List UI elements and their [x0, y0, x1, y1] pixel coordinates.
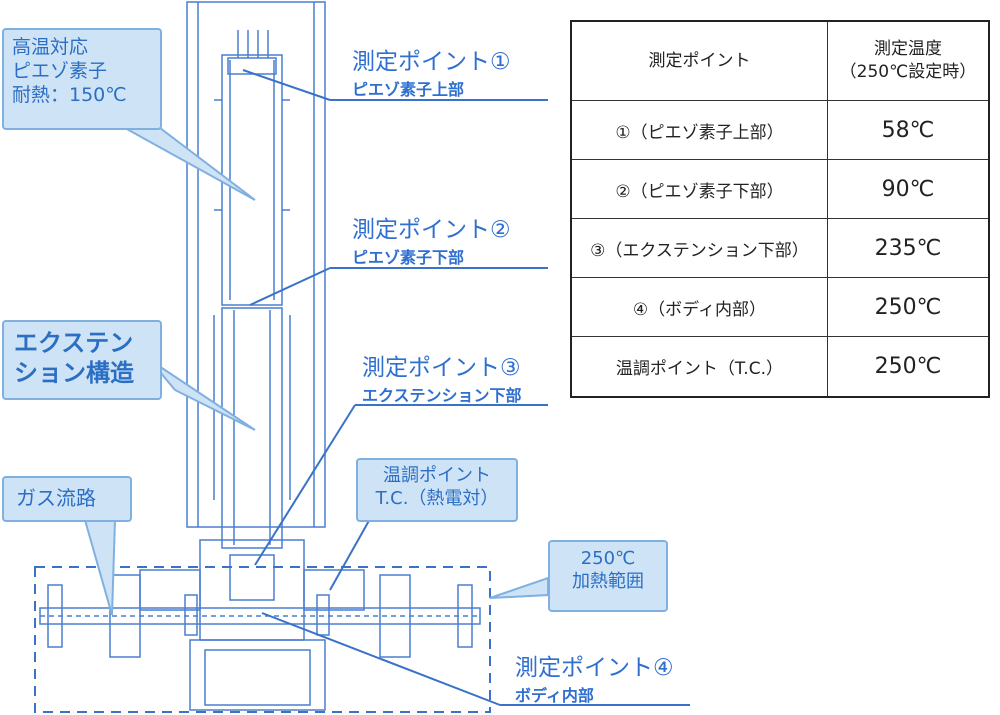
- tc-callout-line-1: 温調ポイント: [383, 465, 491, 486]
- row-temp: 58℃: [826, 99, 990, 161]
- gas-channel-callout-label: ガス流路: [16, 486, 96, 510]
- point-3-label: 測定ポイント③ エクステンション下部: [362, 348, 522, 406]
- point-2-label: 測定ポイント② ピエゾ素子下部: [352, 210, 511, 268]
- tc-callout: 温調ポイント T.C.（熱電対）: [356, 458, 518, 522]
- gas-channel-callout: ガス流路: [2, 476, 132, 522]
- piezo-callout-line-1: 高温対応: [12, 36, 89, 58]
- heat-range-callout-line-2: 加熱範囲: [572, 570, 644, 592]
- extension-callout-line-2: ション構造: [14, 359, 134, 387]
- leader-tc: [329, 509, 376, 591]
- heat-callout-pointer: [489, 576, 549, 599]
- leader-point-4: [261, 612, 501, 706]
- point-4-sub: ボディ内部: [515, 686, 594, 705]
- row-point: ①（ピエゾ素子上部）: [570, 99, 828, 161]
- table-header-row: 測定ポイント 測定温度 （250℃設定時）: [570, 20, 990, 101]
- extension-callout: エクステン ション構造: [2, 320, 162, 400]
- table-row: ③（エクステンション下部） 235℃: [570, 218, 990, 279]
- header-temp: 測定温度 （250℃設定時）: [826, 20, 990, 101]
- point-2-title: 測定ポイント②: [352, 217, 511, 243]
- heating-range-box: [34, 566, 491, 713]
- row-point: ③（エクステンション下部）: [570, 218, 828, 279]
- extension-tube: [221, 307, 283, 549]
- row-temp: 90℃: [826, 159, 990, 220]
- point-1-label: 測定ポイント① ピエゾ素子上部: [352, 42, 511, 100]
- piezo-callout-line-3: 耐熱：150℃: [12, 83, 127, 106]
- row-point: ④（ボディ内部）: [570, 277, 828, 338]
- header-temp-line-1: 測定温度: [873, 39, 942, 60]
- leader-point-1: [242, 69, 331, 101]
- piezo-stack: [221, 54, 283, 306]
- leader-point-3: [254, 404, 356, 566]
- row-temp: 250℃: [826, 336, 990, 398]
- extension-callout-line-1: エクステン: [14, 329, 134, 357]
- point-2-sub: ピエゾ素子下部: [352, 248, 465, 267]
- table-row: ④（ボディ内部） 250℃: [570, 277, 990, 338]
- table-row: ①（ピエゾ素子上部） 58℃: [570, 99, 990, 161]
- tc-callout-line-2: T.C.（熱電対）: [375, 487, 499, 509]
- heat-range-callout-line-1: 250℃: [580, 548, 636, 569]
- row-temp: 235℃: [826, 218, 990, 279]
- table-row: ②（ピエゾ素子下部） 90℃: [570, 159, 990, 220]
- outer-housing: [186, 1, 326, 528]
- header-point: 測定ポイント: [570, 20, 828, 101]
- piezo-callout-pointer: [121, 127, 256, 201]
- header-temp-line-2: （250℃設定時）: [839, 62, 977, 82]
- piezo-callout-line-2: ピエゾ素子: [12, 59, 108, 82]
- piezo-callout: 高温対応 ピエゾ素子 耐熱：150℃: [2, 28, 162, 130]
- point-3-sub: エクステンション下部: [362, 386, 522, 405]
- row-temp: 250℃: [826, 277, 990, 338]
- leader-point-2: [249, 267, 331, 306]
- heat-range-callout: 250℃ 加熱範囲: [548, 540, 668, 612]
- point-4-title: 測定ポイント④: [515, 655, 674, 681]
- table-row: 温調ポイント（T.C.） 250℃: [570, 336, 990, 398]
- point-1-title: 測定ポイント①: [352, 49, 511, 75]
- point-4-label: 測定ポイント④ ボディ内部: [515, 648, 674, 706]
- point-1-sub: ピエゾ素子上部: [352, 80, 465, 99]
- point-3-title: 測定ポイント③: [362, 355, 521, 381]
- row-point: 温調ポイント（T.C.）: [570, 336, 828, 398]
- row-point: ②（ピエゾ素子下部）: [570, 159, 828, 220]
- extension-callout-pointer: [149, 359, 256, 431]
- measurement-table: 測定ポイント 測定温度 （250℃設定時） ①（ピエゾ素子上部） 58℃ ②（ピ…: [570, 20, 990, 398]
